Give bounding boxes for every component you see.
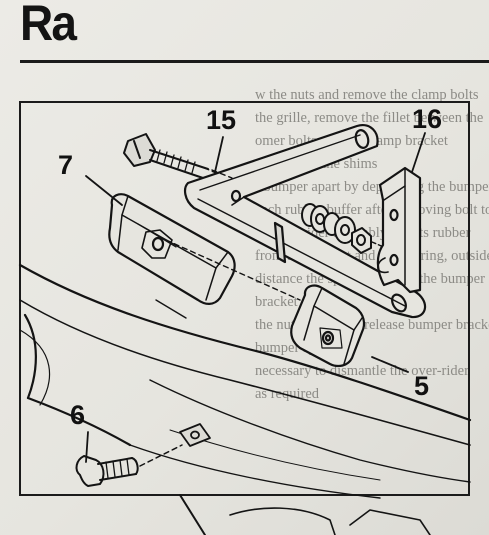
header-rule: [20, 60, 489, 63]
figure-frame: [19, 101, 470, 496]
body-line: the grille, remove the fillet between th…: [255, 110, 484, 126]
callout-16: 16: [412, 104, 443, 134]
callout-7: 7: [58, 150, 74, 180]
callout-6: 6: [70, 400, 86, 430]
body-line: bracket: [255, 294, 298, 310]
washer-nut-stack: [301, 203, 387, 254]
rubber-buffer-5: [290, 284, 366, 368]
page-title: Ra: [20, 0, 77, 51]
bolt-6: [75, 444, 183, 487]
rubber-buffer-7: [108, 193, 236, 305]
bumper-body-outline: [18, 263, 472, 535]
bumper-slot: [179, 423, 211, 447]
callout-leaders: [85, 132, 426, 463]
bracket-16: [376, 166, 422, 294]
mounting-bracket: [183, 124, 427, 319]
bolt-15: [123, 133, 217, 179]
body-line: r bumper apart by depressing the bumper: [255, 179, 489, 195]
body-line: w the nuts and remove the clamp bolts: [255, 87, 479, 103]
callout-15: 15: [206, 105, 237, 135]
callout-5: 5: [414, 371, 430, 401]
